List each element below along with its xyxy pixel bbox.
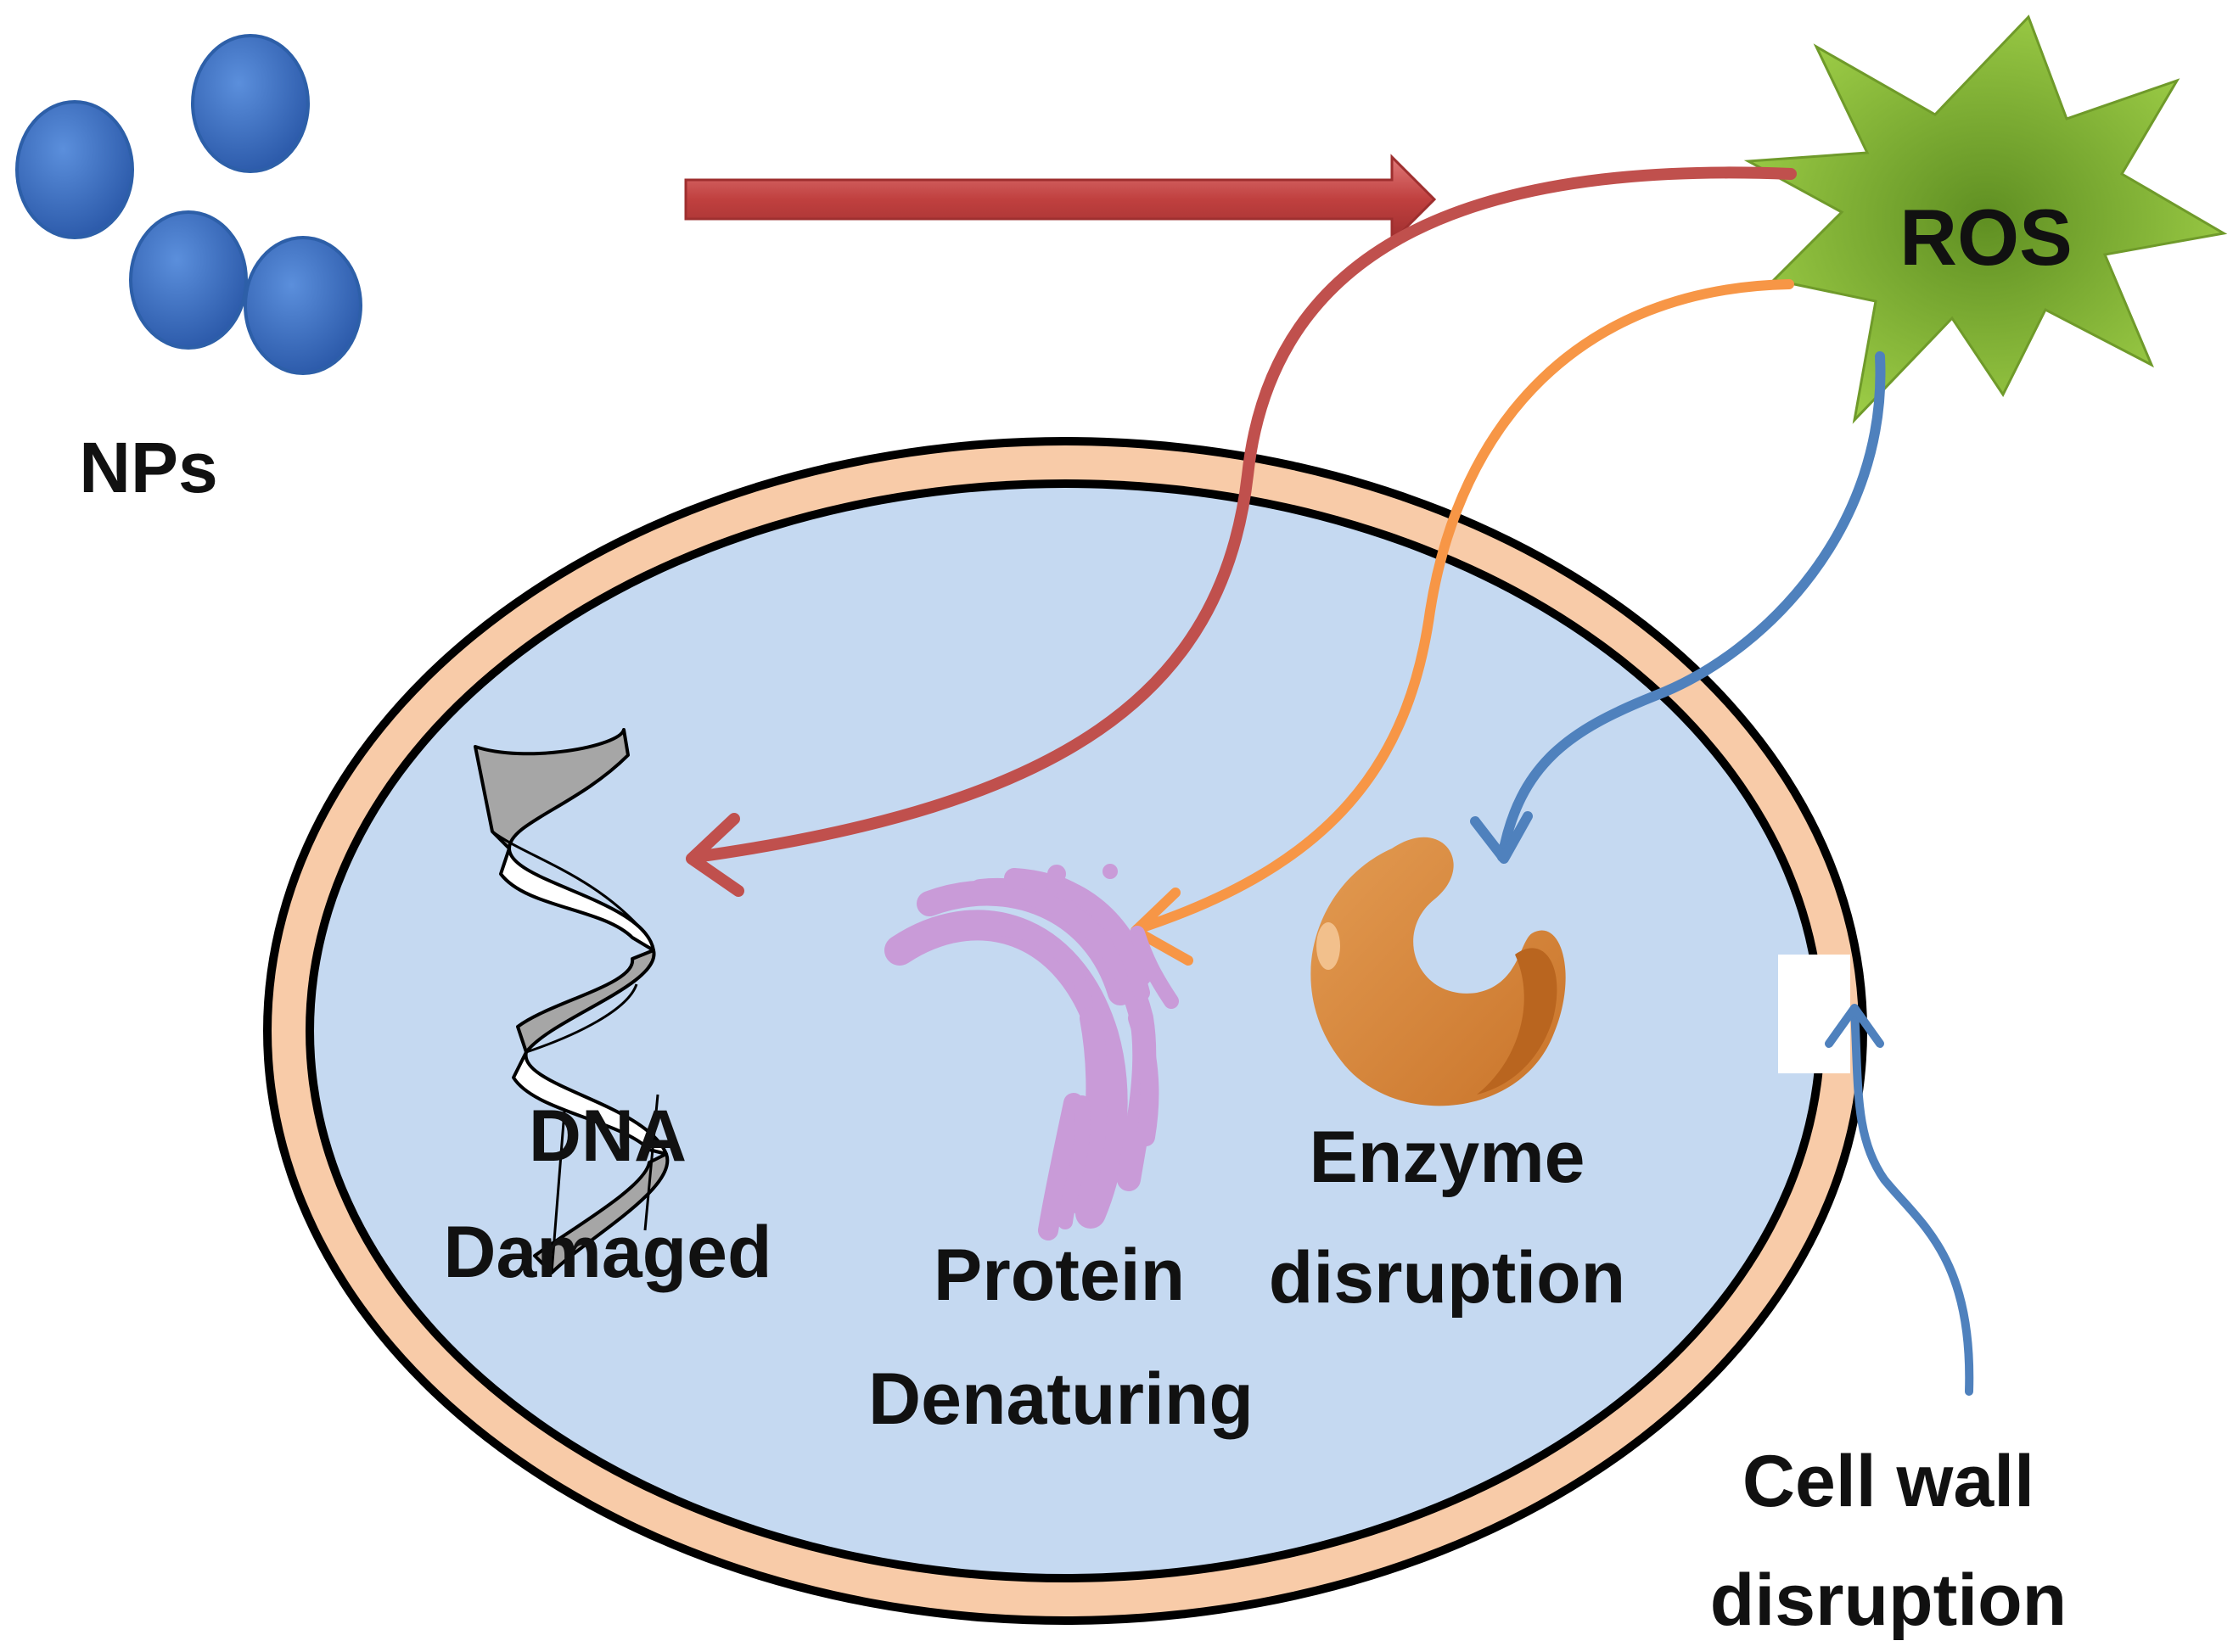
enzyme-disruption-label-line2: disruption: [1269, 1237, 1625, 1319]
golgi-protein-icon: [884, 864, 1179, 1240]
ros-label: ROS: [1899, 193, 2073, 282]
ros-to-enzyme-arrow: [1470, 351, 1886, 864]
nanoparticle: [15, 100, 134, 239]
dna-damaged-label-line2: Damaged: [443, 1212, 771, 1293]
cell-wall-disruption-label-line1: Cell wall: [1742, 1441, 2034, 1522]
protein-denaturing-label-line1: Protein: [934, 1235, 1185, 1316]
ros-to-dna-arrow: [686, 166, 1797, 897]
nanoparticle: [191, 34, 310, 173]
nanoparticles-icon: [15, 34, 362, 375]
nps-label: NPs: [79, 428, 217, 507]
enzyme-icon: [1310, 837, 1566, 1106]
dna-damaged-label-line1: DNA: [529, 1095, 687, 1177]
protein-denaturing-label-line2: Denaturing: [868, 1358, 1254, 1440]
nanoparticle: [244, 236, 362, 375]
ros-starburst-icon: [1743, 14, 2228, 424]
cell-wall-disruption-label-line2: disruption: [1710, 1560, 2067, 1641]
nps-to-ros-arrow: [684, 154, 1437, 245]
bacterial-cell: [263, 437, 1867, 1625]
cytoplasm: [314, 488, 1816, 1574]
dna-helix-icon: [474, 728, 670, 1274]
enzyme-disruption-label-line1: Enzyme: [1309, 1117, 1585, 1198]
nanoparticle: [129, 210, 248, 350]
cell-wall-gap: [1778, 955, 1850, 1073]
cell-wall-disruption-arrow: [1825, 1004, 1974, 1396]
